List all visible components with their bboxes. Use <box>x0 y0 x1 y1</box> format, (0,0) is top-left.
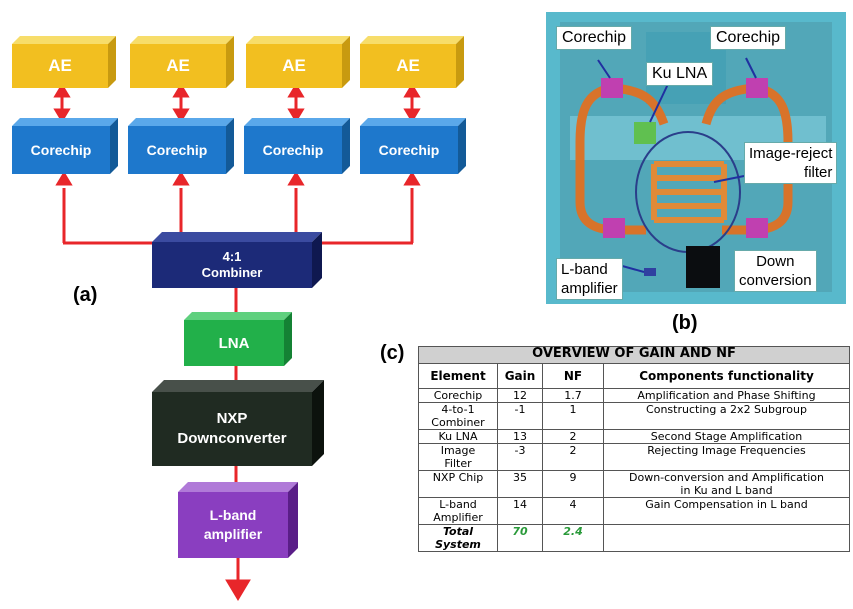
col-header-nf: NF <box>542 363 604 389</box>
image-reject-line1: Image-reject <box>749 145 833 162</box>
combiner-label: Combiner <box>201 265 263 280</box>
corechip-box-2: Corechip <box>128 118 234 174</box>
cell-gain: -1 <box>497 402 543 430</box>
corechip-label: Corechip <box>360 126 458 174</box>
cell-func: Constructing a 2x2 Subgroup <box>603 402 850 430</box>
chip-ku-lna-label: Ku LNA <box>646 62 714 86</box>
panel-a-connectors <box>53 83 421 601</box>
cell-func: Amplification and Phase Shifting <box>603 388 850 403</box>
chip-corechip-right-label: Corechip <box>710 26 787 50</box>
cell-nf: 4 <box>542 497 604 525</box>
table-row: Corechip 12 1.7 Amplification and Phase … <box>418 388 850 403</box>
cell-nf: 2 <box>542 429 604 444</box>
chip-image-reject-label: Image-reject filter <box>744 142 838 184</box>
corechip-label: Corechip <box>244 126 342 174</box>
lband-box: L-band amplifier <box>178 482 298 558</box>
cell-nf-total: 2.4 <box>542 524 604 552</box>
chip-layout-photo <box>546 12 846 304</box>
cell-func: Gain Compensation in L band <box>603 497 850 525</box>
table-row: NXP Chip 35 9 Down-conversion and Amplif… <box>418 470 850 498</box>
corechip-box-3: Corechip <box>244 118 350 174</box>
combiner-ratio: 4:1 <box>222 249 242 264</box>
ae-label: AE <box>360 44 456 88</box>
chip-lband-line2: amplifier <box>561 280 618 297</box>
col-header-element: Element <box>418 363 498 389</box>
cell-gain: 12 <box>497 388 543 403</box>
ae-box-3: AE <box>246 36 350 88</box>
panel-b-label: (b) <box>672 312 698 334</box>
ae-box-1: AE <box>12 36 116 88</box>
cell-nf: 9 <box>542 470 604 498</box>
cell-gain: 35 <box>497 470 543 498</box>
corechip-label: Corechip <box>128 126 226 174</box>
ae-box-2: AE <box>130 36 234 88</box>
corechip-box-1: Corechip <box>12 118 118 174</box>
cell-element: NXP Chip <box>418 470 498 498</box>
col-header-functionality: Components functionality <box>603 363 850 389</box>
chip-lband-label: L-band amplifier <box>556 258 623 300</box>
panel-c-label: (c) <box>380 342 405 364</box>
gain-nf-table: OVERVIEW OF GAIN AND NF Element Gain NF … <box>418 346 850 552</box>
cell-nf: 1.7 <box>542 388 604 403</box>
lband-label-1: L-band <box>209 507 257 523</box>
chip-down-conversion-label: Down conversion <box>734 250 817 292</box>
chip-lband-line1: L-band <box>561 261 608 278</box>
cell-gain: -3 <box>497 443 543 471</box>
cell-element: Ku LNA <box>418 429 498 444</box>
down-line2: conversion <box>739 272 812 289</box>
ae-label: AE <box>130 44 226 88</box>
cell-element: Corechip <box>418 388 498 403</box>
corechip-box-4: Corechip <box>360 118 466 174</box>
col-header-gain: Gain <box>497 363 543 389</box>
table-title: OVERVIEW OF GAIN AND NF <box>418 346 850 364</box>
corechip-label: Corechip <box>12 126 110 174</box>
ae-label: AE <box>12 44 108 88</box>
ae-label: AE <box>246 44 342 88</box>
panel-a-label: (a) <box>73 284 98 306</box>
ae-box-4: AE <box>360 36 464 88</box>
table-row: Ku LNA 13 2 Second Stage Amplification <box>418 429 850 444</box>
lna-box: LNA <box>184 312 292 366</box>
lna-label: LNA <box>184 320 284 366</box>
cell-nf: 1 <box>542 402 604 430</box>
cell-func-total <box>603 524 850 552</box>
cell-nf: 2 <box>542 443 604 471</box>
image-reject-line2: filter <box>804 164 833 181</box>
nxp-box: NXP Downconverter <box>152 380 324 466</box>
nxp-label-1: NXP <box>216 410 248 427</box>
cell-gain: 13 <box>497 429 543 444</box>
combiner-box: 4:1 Combiner <box>152 232 322 288</box>
nxp-label-2: Downconverter <box>177 430 287 447</box>
cell-func: Rejecting Image Frequencies <box>603 443 850 471</box>
cell-gain-total: 70 <box>497 524 543 552</box>
chip-corechip-left-label: Corechip <box>556 26 633 50</box>
cell-func: Second Stage Amplification <box>603 429 850 444</box>
cell-gain: 14 <box>497 497 543 525</box>
lband-label-2: amplifier <box>203 526 263 542</box>
down-line1: Down <box>756 253 795 270</box>
